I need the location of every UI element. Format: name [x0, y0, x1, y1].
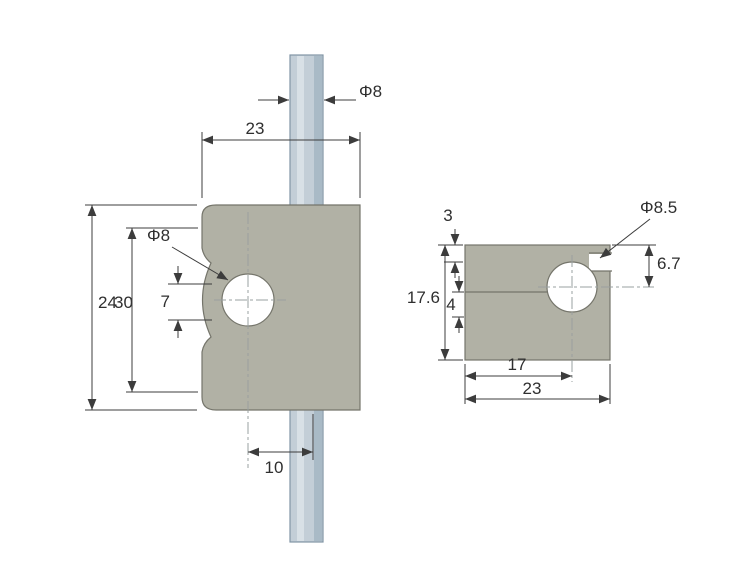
leader-line: [171, 246, 229, 281]
label-hole-diameter-front: Φ8: [147, 226, 229, 281]
dim-hole-horizontal-offset: 10: [248, 414, 314, 477]
dim-label-hole-center-x: 17: [508, 355, 527, 374]
dim-label-hole-diameter-front: Φ8: [147, 226, 170, 245]
clamp-block-side: [464, 244, 613, 361]
label-hole-diameter-side: Φ8.5: [599, 198, 677, 259]
dim-label-width: 23: [246, 119, 265, 138]
dim-rod-diameter: Φ8: [258, 82, 382, 105]
dim-label-hole-depth: 6.7: [657, 254, 681, 273]
dim-label-hole-diameter-side: Φ8.5: [640, 198, 677, 217]
dim-height-inner: 24: [98, 227, 198, 393]
leader-line: [599, 218, 651, 259]
dim-label-side-height: 17.6: [407, 288, 440, 307]
clamp-block-front: [201, 204, 361, 411]
dim-label-hole-vertical-offset: 7: [161, 292, 170, 311]
slot-opening: [589, 254, 613, 271]
dim-top-margin: 3: [443, 206, 463, 278]
dim-label-side-width: 23: [523, 379, 542, 398]
dim-slit-offset: 4: [446, 276, 464, 333]
dim-side-width: 23: [465, 364, 611, 404]
dim-label-top-margin: 3: [443, 206, 452, 225]
dim-hole-depth: 6.7: [612, 244, 681, 287]
dim-label-slit-offset: 4: [446, 295, 455, 314]
dim-label-height-inner: 24: [98, 293, 117, 312]
dim-hole-vertical-offset: 7: [161, 266, 212, 338]
dim-hole-center-x: 17: [464, 355, 572, 404]
dim-label-rod-diameter: Φ8: [359, 82, 382, 101]
dim-side-height: 17.6: [407, 244, 463, 361]
dim-label-hole-horizontal-offset: 10: [265, 458, 284, 477]
dim-block-width: 23: [201, 119, 361, 198]
